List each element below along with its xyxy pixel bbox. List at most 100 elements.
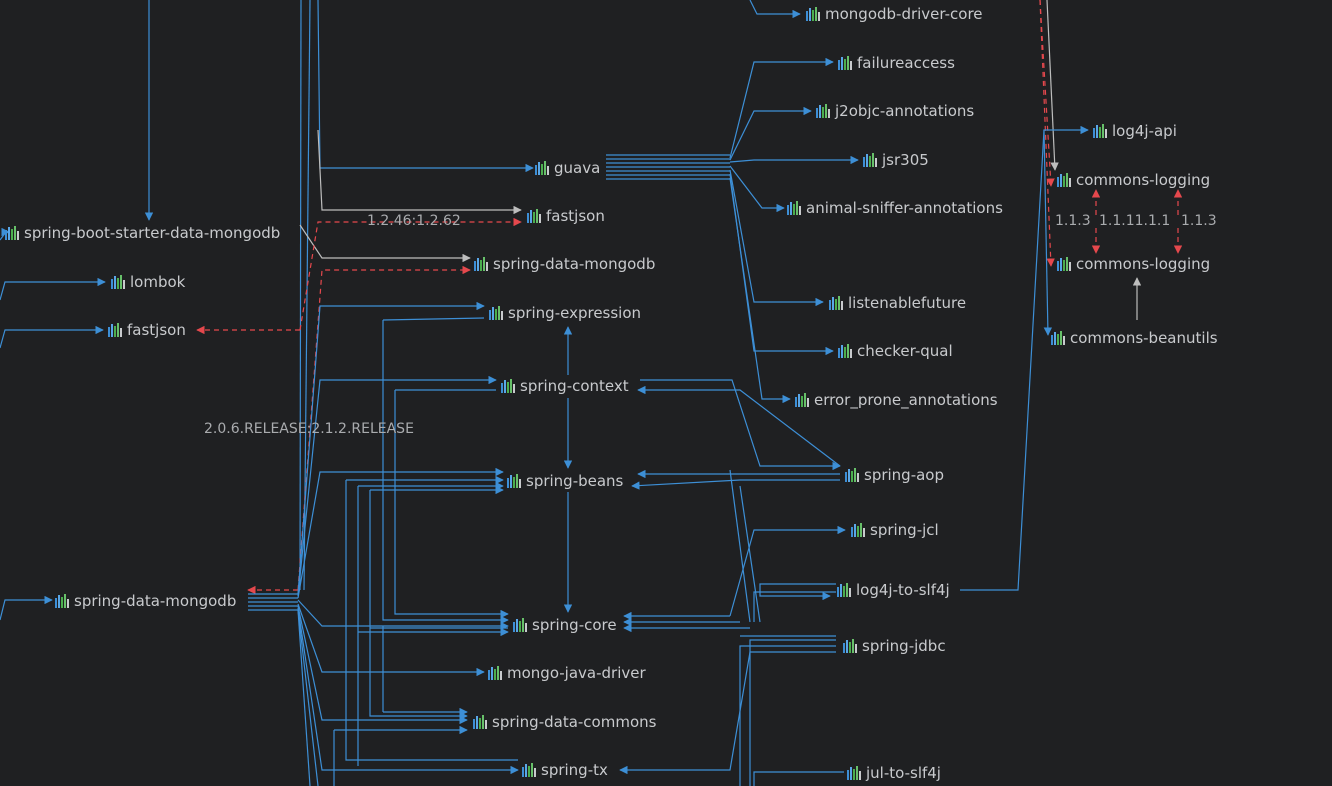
maven-artifact-icon: [507, 474, 521, 488]
maven-artifact-icon: [488, 666, 502, 680]
maven-artifact-icon: [795, 393, 809, 407]
node-spring-jcl[interactable]: spring-jcl: [851, 520, 939, 540]
maven-artifact-icon: [535, 161, 549, 175]
node-label: spring-expression: [508, 304, 642, 322]
node-guava[interactable]: guava: [535, 158, 600, 178]
conflict-label-commons-logging-a: 1.1.3: [1055, 213, 1091, 229]
node-label: j2objc-annotations: [835, 102, 975, 120]
node-spring-expression[interactable]: spring-expression: [489, 303, 641, 323]
node-commons-beanutils[interactable]: commons-beanutils: [1051, 328, 1218, 348]
node-label: commons-beanutils: [1070, 329, 1218, 347]
node-j2objc-annotations[interactable]: j2objc-annotations: [816, 101, 974, 121]
maven-artifact-icon: [1057, 257, 1071, 271]
maven-artifact-icon: [787, 201, 801, 215]
node-animal-sniffer-annotations[interactable]: animal-sniffer-annotations: [787, 198, 1003, 218]
maven-artifact-icon: [838, 56, 852, 70]
maven-artifact-icon: [847, 766, 861, 780]
conflict-label-spring-data-mongodb: 2.0.6.RELEASE:2.1.2.RELEASE: [204, 421, 414, 437]
node-spring-data-mongodb-top[interactable]: spring-data-mongodb: [474, 254, 655, 274]
node-listenablefuture[interactable]: listenablefuture: [829, 293, 966, 313]
maven-artifact-icon: [5, 226, 19, 240]
node-spring-data-mongodb-main[interactable]: spring-data-mongodb: [55, 591, 236, 611]
node-checker-qual[interactable]: checker-qual: [838, 341, 953, 361]
maven-artifact-icon: [837, 583, 851, 597]
edge-group-conflict: [196, 0, 1183, 595]
edge-group-top: [144, 0, 801, 591]
node-spring-jdbc[interactable]: spring-jdbc: [843, 636, 946, 656]
node-spring-core[interactable]: spring-core: [513, 615, 617, 635]
maven-artifact-icon: [108, 323, 122, 337]
node-failureaccess[interactable]: failureaccess: [838, 53, 955, 73]
node-lombok[interactable]: lombok: [111, 272, 185, 292]
maven-artifact-icon: [816, 104, 830, 118]
node-commons-logging-2[interactable]: commons-logging: [1057, 254, 1210, 274]
node-fastjson-mid[interactable]: fastjson: [527, 206, 605, 226]
node-label: error_prone_annotations: [814, 391, 998, 409]
node-fastjson-left[interactable]: fastjson: [108, 320, 186, 340]
node-spring-aop[interactable]: spring-aop: [845, 465, 944, 485]
node-label: spring-tx: [541, 761, 608, 779]
node-label: spring-boot-starter-data-mongodb: [24, 224, 281, 242]
node-spring-boot-starter-data-mongodb[interactable]: spring-boot-starter-data-mongodb: [5, 223, 280, 243]
node-label: spring-data-commons: [492, 713, 657, 731]
node-label: commons-logging: [1076, 171, 1211, 189]
maven-artifact-icon: [111, 275, 125, 289]
node-label: mongo-java-driver: [507, 664, 646, 682]
node-label: spring-data-mongodb: [74, 592, 237, 610]
maven-artifact-icon: [501, 379, 515, 393]
maven-artifact-icon: [489, 306, 503, 320]
node-label: commons-logging: [1076, 255, 1211, 273]
maven-artifact-icon: [55, 594, 69, 608]
node-jsr305[interactable]: jsr305: [863, 150, 929, 170]
maven-artifact-icon: [851, 523, 865, 537]
node-spring-beans[interactable]: spring-beans: [507, 471, 623, 491]
maven-artifact-icon: [838, 344, 852, 358]
node-jul-to-slf4j[interactable]: jul-to-slf4j: [847, 763, 941, 783]
node-label: spring-core: [532, 616, 617, 634]
maven-artifact-icon: [473, 715, 487, 729]
node-commons-logging-1[interactable]: commons-logging: [1057, 170, 1210, 190]
node-error-prone-annotations[interactable]: error_prone_annotations: [795, 390, 998, 410]
node-label: mongodb-driver-core: [825, 5, 983, 23]
node-label: listenablefuture: [848, 294, 967, 312]
maven-artifact-icon: [843, 639, 857, 653]
edge-group-sdm: [248, 301, 519, 786]
maven-artifact-icon: [829, 296, 843, 310]
node-label: spring-aop: [864, 466, 945, 484]
node-label: log4j-to-slf4j: [856, 581, 950, 599]
maven-artifact-icon: [474, 257, 488, 271]
conflict-label-fastjson: 1.2.46:1.2.62: [367, 213, 461, 229]
edge-group-left: [0, 227, 106, 621]
maven-artifact-icon: [1093, 124, 1107, 138]
node-label: guava: [554, 159, 601, 177]
maven-artifact-icon: [1051, 331, 1065, 345]
node-label: fastjson: [546, 207, 605, 225]
node-log4j-api[interactable]: log4j-api: [1093, 121, 1177, 141]
node-spring-context[interactable]: spring-context: [501, 376, 629, 396]
node-label: checker-qual: [857, 342, 953, 360]
node-spring-data-commons[interactable]: spring-data-commons: [473, 712, 656, 732]
node-label: failureaccess: [857, 54, 955, 72]
edge-group-guava: [606, 57, 859, 404]
node-label: jsr305: [882, 151, 929, 169]
node-label: spring-context: [520, 377, 629, 395]
conflict-label-commons-logging-b: 1.1.11.1.1: [1099, 213, 1171, 229]
maven-artifact-icon: [806, 7, 820, 21]
conflict-label-commons-logging-c: 1.1.3: [1181, 213, 1217, 229]
node-log4j-to-slf4j[interactable]: log4j-to-slf4j: [837, 580, 950, 600]
node-label: spring-data-mongodb: [493, 255, 656, 273]
node-label: log4j-api: [1112, 122, 1177, 140]
node-label: spring-beans: [526, 472, 624, 490]
node-mongo-java-driver[interactable]: mongo-java-driver: [488, 663, 646, 683]
edge-group-spring: [333, 125, 1089, 786]
node-label: spring-jdbc: [862, 637, 946, 655]
node-label: lombok: [130, 273, 186, 291]
node-spring-tx[interactable]: spring-tx: [522, 760, 608, 780]
node-mongodb-driver-core[interactable]: mongodb-driver-core: [806, 4, 983, 24]
maven-artifact-icon: [522, 763, 536, 777]
maven-artifact-icon: [845, 468, 859, 482]
node-label: spring-jcl: [870, 521, 939, 539]
maven-artifact-icon: [527, 209, 541, 223]
